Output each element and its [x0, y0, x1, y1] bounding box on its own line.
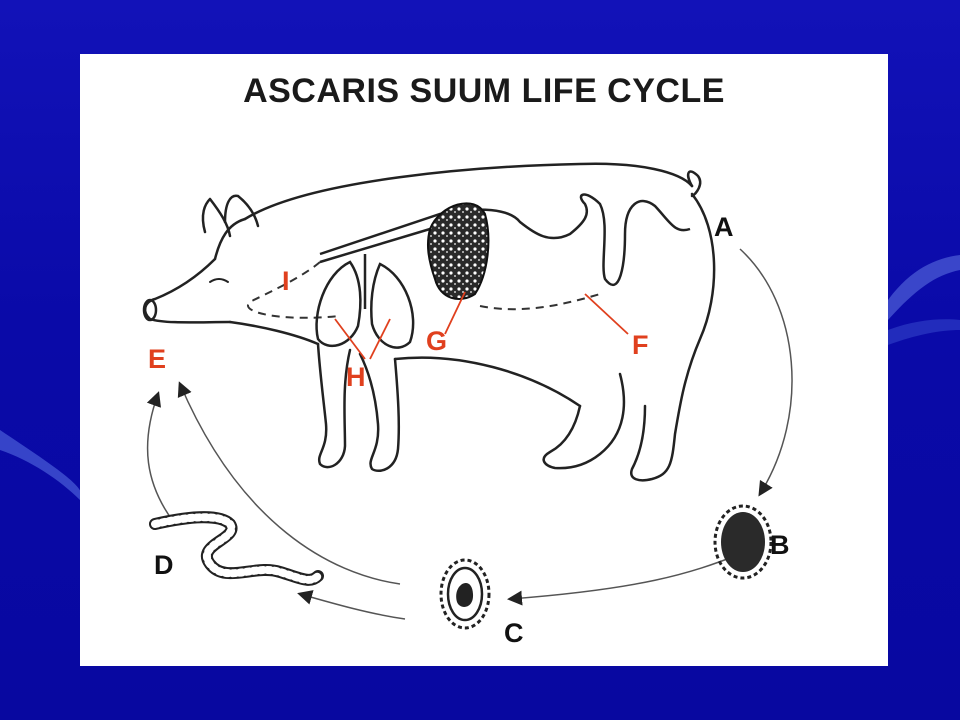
label-d: D — [154, 550, 174, 580]
label-f: F — [632, 330, 649, 360]
label-h: H — [346, 362, 366, 392]
migration-path — [247, 261, 601, 319]
egg-embryonated — [439, 558, 491, 630]
intestine — [319, 193, 691, 287]
lungs — [315, 254, 415, 349]
label-c: C — [504, 618, 524, 648]
cycle-arrows — [146, 248, 793, 620]
life-cycle-diagram — [142, 162, 793, 630]
label-e: E — [148, 344, 167, 374]
liver — [426, 202, 490, 300]
label-i: I — [282, 266, 290, 296]
label-a: A — [714, 212, 734, 242]
pig-illustration — [142, 162, 716, 482]
egg-unembryonated — [713, 504, 773, 580]
label-leaders — [334, 291, 629, 360]
label-g: G — [426, 326, 448, 356]
label-b: B — [770, 530, 790, 560]
diagram-panel: ASCARIS SUUM LIFE CYCLE — [80, 54, 888, 666]
page-title: ASCARIS SUUM LIFE CYCLE — [243, 72, 725, 110]
